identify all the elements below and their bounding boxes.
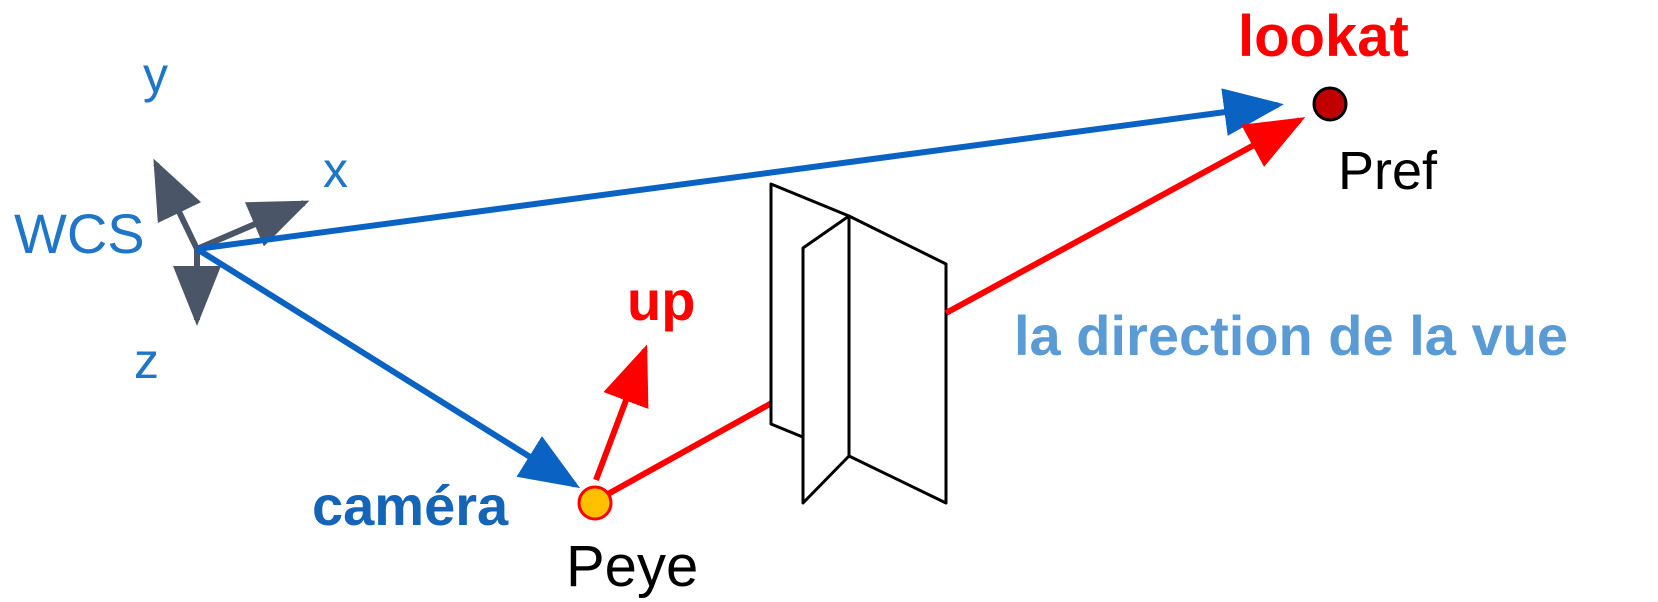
- y-axis-label: y: [143, 47, 168, 103]
- up-vector-arrow: [593, 344, 649, 482]
- z-axis-label: z: [134, 333, 159, 389]
- origin-to-pref-arrow: [196, 88, 1284, 252]
- lookat-label: lookat: [1238, 4, 1409, 69]
- y-axis-arrow: [153, 158, 202, 251]
- camera-label: caméra: [312, 474, 509, 537]
- pref-label: Pref: [1338, 141, 1438, 201]
- peye-label: Peye: [566, 534, 699, 599]
- x-axis-arrow: [195, 200, 310, 252]
- wcs-label: WCS: [14, 202, 145, 265]
- lookat-point: [1312, 86, 1348, 122]
- projection-plane: [769, 182, 948, 505]
- view-direction-label: la direction de la vue: [1014, 304, 1568, 367]
- origin-to-camera-arrow: [195, 246, 581, 489]
- x-axis-label: x: [323, 142, 348, 198]
- camera-point: [577, 485, 613, 521]
- up-label: up: [627, 269, 696, 332]
- view-direction-arrow: [944, 117, 1306, 316]
